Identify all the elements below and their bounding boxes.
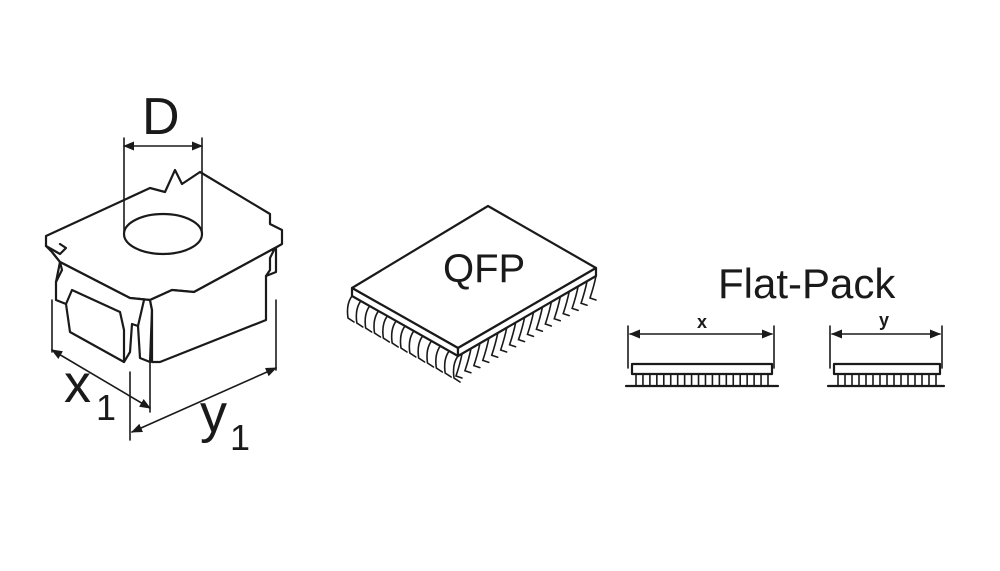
qfp-lead [373,310,382,338]
qfp-leads-front-right [454,275,597,379]
qfp-lead [580,280,588,306]
y1-dimension-line [130,367,278,433]
qfp-lead [364,305,373,333]
label-x1: x 1 [64,354,116,428]
qfp-lead [490,332,499,358]
qfp-lead [390,320,399,348]
qfp-lead [588,275,597,301]
qfp-lead [526,311,535,338]
qfp-lead [472,342,481,369]
qfp-lead [452,355,461,383]
socket-front-right-face [148,246,277,364]
qfp-lead [355,300,364,328]
label-x: x [697,312,707,332]
qfp-lead [508,322,517,348]
qfp-lead [443,350,452,378]
qfp-lead [463,348,472,374]
qfp-package-drawing [346,204,598,383]
qfp-lead [571,285,579,312]
qfp-lead [382,315,391,343]
socket-center-hole [122,212,204,256]
flatpack-y-leads [837,373,937,387]
label-qfp: QFP [443,247,525,291]
qfp-body-side-right [456,266,598,358]
label-y1-subscript: 1 [230,417,250,458]
qfp-lead [435,345,444,373]
qfp-lead [553,296,562,322]
flatpack-x-body [630,362,774,376]
qfp-lead [481,337,490,364]
qfp-lead [346,295,355,323]
qfp-lead [408,330,417,358]
socket-carrier-drawing [44,137,284,441]
label-x1-base: x [64,354,91,414]
label-y: y [879,310,889,330]
label-d: D [142,88,180,146]
qfp-lead [535,306,544,332]
label-y1-base: y [200,384,227,444]
qfp-lead [544,301,553,327]
qfp-lead [417,335,426,363]
qfp-lead [454,353,463,379]
qfp-lead [517,316,526,343]
label-x1-subscript: 1 [96,387,116,428]
qfp-lead [426,340,435,368]
qfp-lead [399,325,408,353]
qfp-lead [499,327,508,353]
qfp-leads-front-left [346,295,461,383]
flatpack-x-view [624,325,780,388]
flatpack-x-leads [635,373,769,387]
flatpack-y-body [832,362,942,376]
flatpack-y-view [826,325,946,388]
qfp-lead [562,290,570,317]
label-y1: y 1 [200,384,250,458]
label-flatpack: Flat-Pack [718,260,896,307]
